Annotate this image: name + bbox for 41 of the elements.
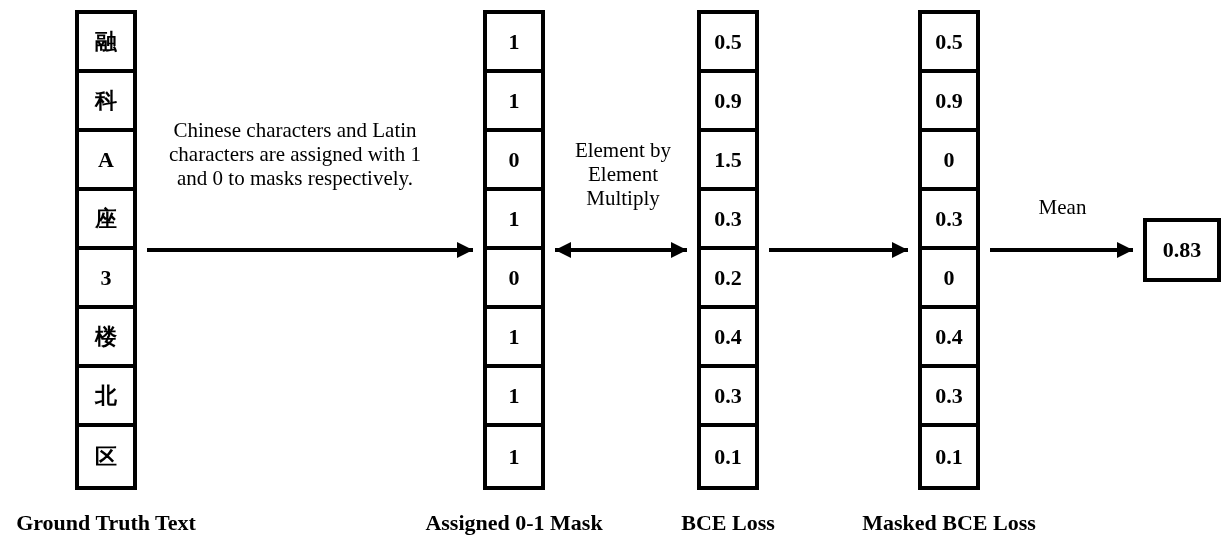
result-box: 0.83 — [1143, 218, 1221, 282]
vector-cell: 0.1 — [922, 427, 976, 486]
vector-cell: 1 — [487, 14, 541, 73]
vector-cell: 1 — [487, 191, 541, 250]
vector-cell: 0 — [922, 132, 976, 191]
vector-cell: 座 — [79, 191, 133, 250]
vector-cell: 0.3 — [922, 191, 976, 250]
vector-cell: 0.5 — [922, 14, 976, 73]
vector-cell: 0.1 — [701, 427, 755, 486]
column-caption: BCE Loss — [681, 510, 775, 536]
vector-cell: 1 — [487, 427, 541, 486]
double-arrow — [555, 242, 687, 258]
vector-cell: 融 — [79, 14, 133, 73]
vector-cell: 1 — [487, 309, 541, 368]
vector-cell: 0.4 — [701, 309, 755, 368]
vector-cell: 0.3 — [701, 191, 755, 250]
vector-cell: 0.3 — [922, 368, 976, 427]
vector-cell: 0.2 — [701, 250, 755, 309]
arrow — [769, 242, 908, 258]
vector-cell: 1 — [487, 368, 541, 427]
vector-cell: 0 — [487, 132, 541, 191]
vector-cell: 北 — [79, 368, 133, 427]
vector-cell: 3 — [79, 250, 133, 309]
vector-cell: 区 — [79, 427, 133, 486]
column-caption: Assigned 0-1 Mask — [425, 510, 603, 536]
arrow — [147, 242, 473, 258]
arrow — [990, 242, 1133, 258]
vector-cell: 0 — [922, 250, 976, 309]
column-caption: Ground Truth Text — [16, 510, 196, 536]
vector-cell: 0.5 — [701, 14, 755, 73]
vector-cell: 楼 — [79, 309, 133, 368]
column-caption: Masked BCE Loss — [862, 510, 1036, 536]
vector-cell: 0 — [487, 250, 541, 309]
vector-cell: 0.3 — [701, 368, 755, 427]
vector-cell: A — [79, 132, 133, 191]
vector-cell: 科 — [79, 73, 133, 132]
vector-cell: 1.5 — [701, 132, 755, 191]
vector-cell: 0.9 — [922, 73, 976, 132]
vector-cell: 0.9 — [701, 73, 755, 132]
vector-cell: 1 — [487, 73, 541, 132]
vector-cell: 0.4 — [922, 309, 976, 368]
